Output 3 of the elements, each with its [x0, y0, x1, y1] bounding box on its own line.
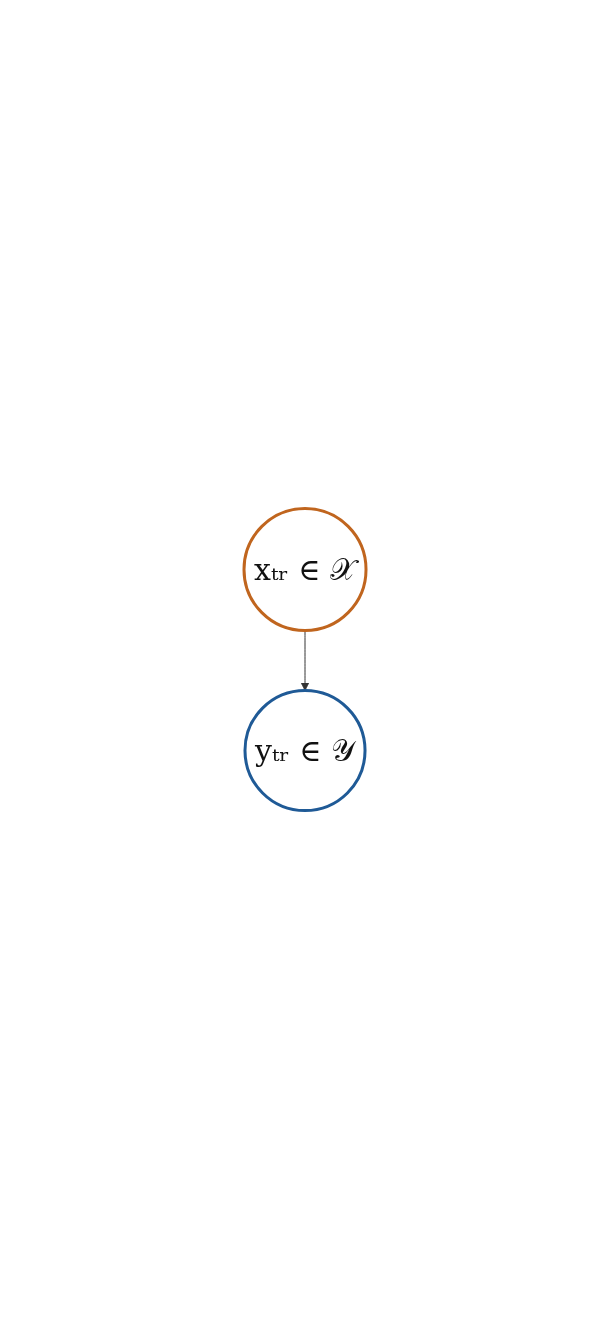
node-circle: xₜᵣ ∈ 𝒳 [242, 507, 368, 632]
node-circle: yₜᵣ ∈ 𝒴 [243, 689, 367, 813]
arrow [300, 630, 310, 691]
